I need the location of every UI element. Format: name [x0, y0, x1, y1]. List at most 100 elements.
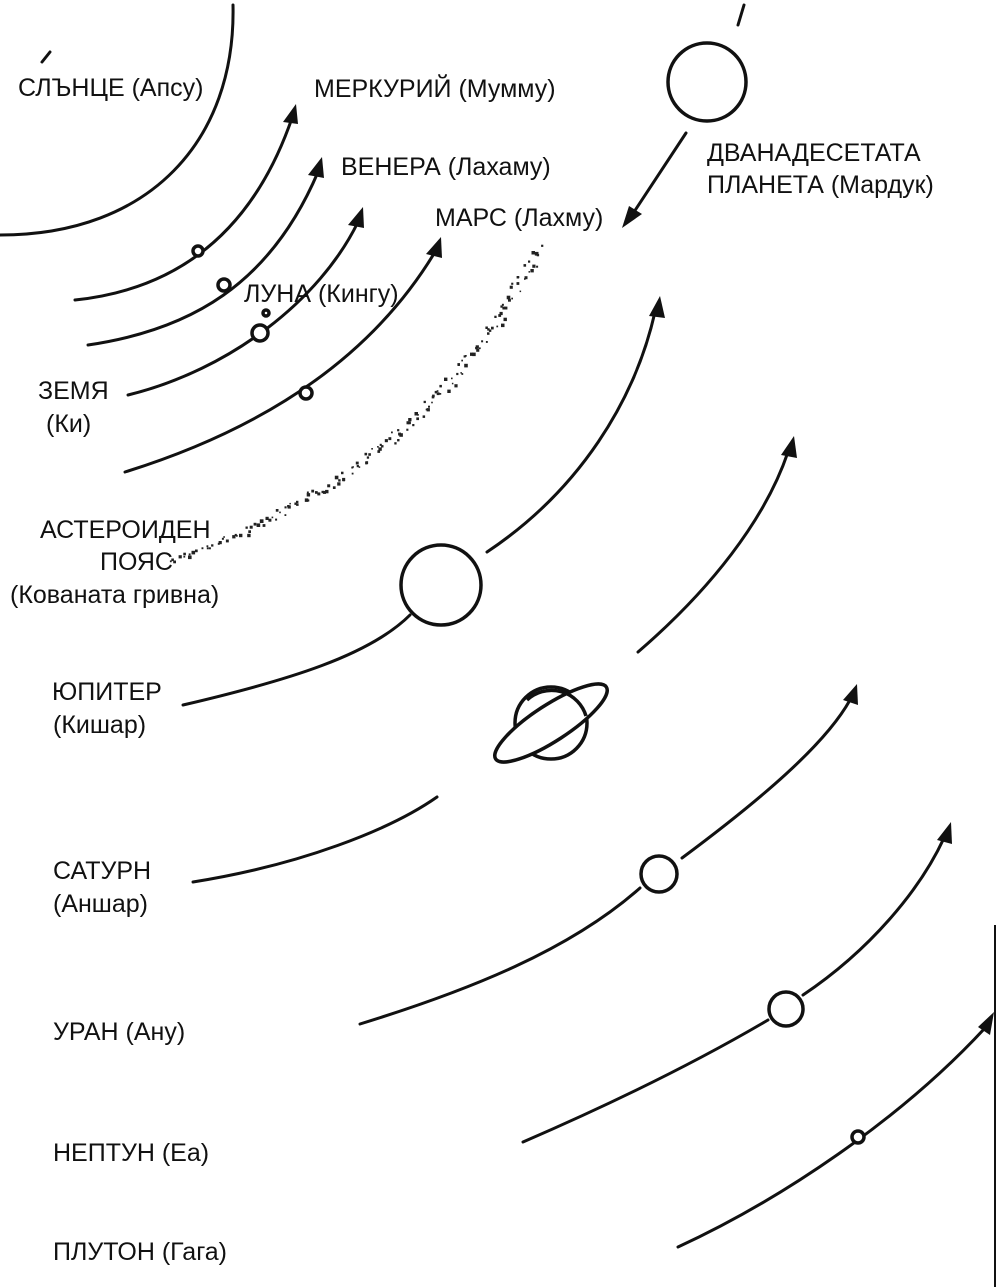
asteroid-dot [325, 489, 329, 494]
asteroid-dot [485, 326, 488, 329]
mars-arrowhead [426, 237, 442, 258]
asteroid-dot [245, 526, 248, 529]
asteroid-dot [464, 363, 468, 368]
mercury-orbit [73, 104, 298, 302]
asteroid-dot [206, 545, 209, 548]
asteroid-dot [506, 295, 511, 300]
neptune-orbit [521, 822, 952, 1144]
asteroid-dot [377, 450, 381, 453]
asteroid-dot [487, 332, 490, 335]
asteroid-dot [248, 530, 251, 533]
uranus-orbit [358, 684, 858, 1026]
asteroid-dot [524, 276, 528, 280]
asteroid-dot [470, 352, 474, 356]
asteroid-belt [169, 244, 544, 564]
asteroid-dot [432, 394, 435, 398]
asteroid-dot [463, 355, 466, 358]
asteroid-dot [232, 535, 236, 539]
asteroid-dot [188, 553, 191, 556]
asteroid-dot [355, 461, 359, 465]
asteroid-dot [502, 306, 506, 310]
asteroid-dot [337, 482, 341, 486]
asteroid-dot [394, 442, 397, 445]
asteroid-dot [447, 389, 451, 393]
asteroid-dot [384, 439, 388, 443]
asteroid-dot [451, 382, 454, 385]
asteroid-dot [461, 359, 463, 362]
asteroid-dot [378, 447, 382, 451]
asteroid-dot [536, 265, 539, 268]
asteroid-dot [488, 329, 492, 332]
uranus-arrowhead [843, 684, 858, 705]
asteroid-dot [422, 415, 426, 418]
asteroid-dot [476, 348, 480, 352]
saturn-orbit [191, 436, 797, 884]
asteroid-dot [351, 466, 354, 469]
earth-planet [250, 323, 270, 343]
asteroid-dot [503, 317, 507, 322]
asteroid-dot [481, 340, 484, 343]
asteroid-dot [439, 393, 442, 395]
jupiter-label-alias: (Кишар) [53, 711, 146, 739]
asteroid-dot [249, 525, 253, 529]
asteroid-dot [439, 384, 442, 388]
mars-orbit [123, 237, 442, 474]
asteroid-dot [171, 558, 174, 562]
asteroid-dot [284, 506, 287, 509]
asteroid-dot [423, 400, 426, 404]
asteroid-dot [358, 466, 361, 468]
asteroid-dot [183, 555, 186, 558]
earth-orbit [126, 207, 364, 397]
asteroid-dot [206, 547, 209, 550]
venus-arrowhead [308, 157, 324, 178]
asteroid-dot [530, 269, 534, 273]
asteroid-dot [271, 516, 274, 519]
asteroid-dot [368, 453, 371, 456]
pluto-planet [850, 1129, 866, 1145]
asteroid-dot [494, 315, 497, 318]
asteroid-dot [356, 465, 359, 468]
asteroid-dot [406, 421, 410, 425]
asteroid-dot [173, 560, 176, 564]
asteroid-dot [275, 518, 278, 521]
jupiter-arrowhead [649, 296, 665, 318]
asteroid-dot [332, 486, 336, 489]
asteroid-dot [365, 461, 369, 464]
neptune-arrowhead [937, 822, 952, 844]
earth-label-alias: (Ки) [46, 410, 91, 438]
asteroid-dot [496, 325, 499, 328]
twelfth-planet-arrowhead [622, 206, 642, 228]
asteroid-dot [351, 472, 354, 475]
asteroid-dot [399, 433, 403, 437]
asteroid-dot [195, 549, 198, 553]
pluto-label: ПЛУТОН (Гага) [53, 1238, 227, 1266]
asteroid-dot [487, 328, 490, 331]
asteroid-dot [531, 251, 535, 255]
asteroid-dot [234, 533, 237, 536]
asteroid-dot [338, 479, 341, 482]
asteroid-dot [504, 306, 508, 310]
asteroid-dot [491, 326, 494, 330]
asteroid-dot [475, 346, 478, 350]
sun-label: СЛЪНЦЕ (Апсу) [18, 74, 203, 102]
asteroid-dot [457, 363, 460, 366]
neptune-label: НЕПТУН (Еа) [53, 1139, 209, 1167]
asteroid-dot [317, 492, 321, 496]
asteroid-dot [366, 456, 370, 459]
pluto-arrowhead [978, 1012, 994, 1035]
saturn-label-name: САТУРН [53, 857, 151, 885]
asteroid-dot [315, 491, 318, 494]
moon-planet [261, 308, 271, 318]
asteroid-dot [259, 519, 264, 523]
asteroid-dot [517, 276, 520, 278]
jupiter-planet [399, 543, 483, 627]
asteroid-dot [377, 446, 379, 448]
asteroid-dot [342, 477, 346, 481]
asteroid-dot [501, 323, 505, 328]
asteroid-dot [528, 260, 531, 263]
asteroid-dot [436, 390, 439, 392]
asteroid-dot [321, 490, 324, 494]
asteroid-dot [169, 560, 172, 563]
jupiter-label-name: ЮПИТЕР [52, 678, 162, 706]
asteroid-dot [183, 552, 186, 556]
